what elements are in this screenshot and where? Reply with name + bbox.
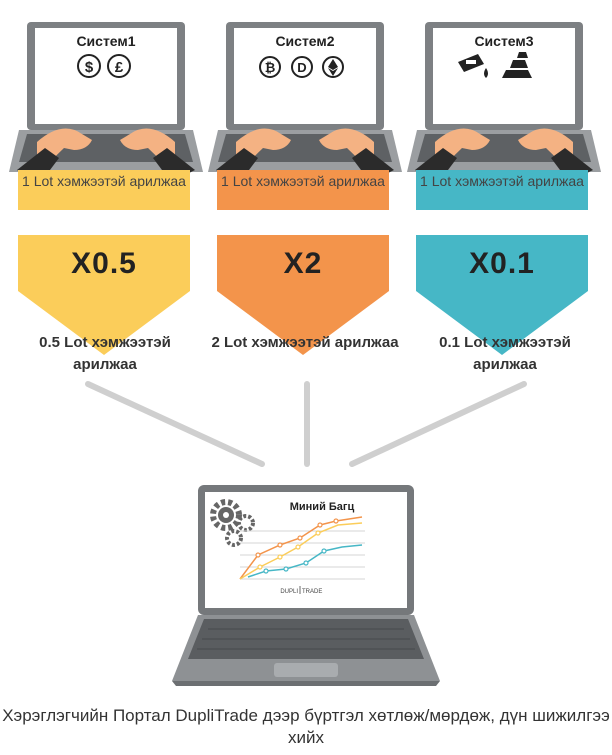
system3-multiplier-arrow: X0.1 <box>416 235 588 355</box>
dash-icon: D <box>291 56 313 78</box>
gear-icon <box>210 499 242 531</box>
brand-left: DUPLI <box>280 589 298 595</box>
duplitrade-logo: DUPLI TRADE <box>280 586 322 595</box>
system3-lot-box: 1 Lot хэмжээтэй арилжаа <box>416 170 588 210</box>
bitcoin-icon: ₿ <box>259 56 281 78</box>
system3-result: 0.1 Lot хэмжээтэй арилжаа <box>439 334 571 373</box>
svg-text:£: £ <box>115 59 124 76</box>
system2-multiplier: X2 <box>283 247 323 280</box>
system2-title: Систем2 <box>275 33 334 49</box>
connector-line-1 <box>85 381 265 467</box>
connector-line-3 <box>349 381 527 467</box>
gold-bars-icon <box>502 52 532 78</box>
ethereum-icon <box>322 56 344 78</box>
system1-multiplier-arrow: X0.5 <box>18 235 190 355</box>
connector-lines <box>85 381 527 467</box>
svg-text:D: D <box>297 60 306 75</box>
oil-icon <box>458 54 488 78</box>
gear-icon <box>225 529 243 547</box>
system2-result: 2 Lot хэмжээтэй арилжаа <box>211 334 399 351</box>
system3-lot-text: 1 Lot хэмжээтэй арилжаа <box>420 173 584 189</box>
gear-icon <box>237 514 255 532</box>
pound-icon: £ <box>107 54 131 78</box>
portfolio-title: Миний Багц <box>290 501 355 513</box>
svg-text:$: $ <box>85 59 94 76</box>
portfolio-laptop: Миний Багц DUPLI TRADE <box>172 485 440 686</box>
system3-multiplier: X0.1 <box>469 247 535 280</box>
svg-text:₿: ₿ <box>265 60 276 75</box>
system1-lot-text: 1 Lot хэмжээтэй арилжаа <box>22 173 186 189</box>
brand-right: TRADE <box>302 589 322 595</box>
system2-lot-box: 1 Lot хэмжээтэй арилжаа <box>217 170 389 210</box>
caption: Хэрэглэгчийн Портал DupliTrade дээр бүрт… <box>2 706 610 747</box>
system1-title: Систем1 <box>76 33 135 49</box>
system2-lot-text: 1 Lot хэмжээтэй арилжаа <box>221 173 385 189</box>
system-laptops: Систем1 Систем2 Систем3 $ £ ₿ D <box>9 22 601 175</box>
system1-multiplier: X0.5 <box>71 247 137 280</box>
dollar-icon: $ <box>77 54 101 78</box>
system1-lot-box: 1 Lot хэмжээтэй арилжаа <box>18 170 190 210</box>
system2-multiplier-arrow: X2 <box>217 235 389 355</box>
system3-title: Систем3 <box>474 33 533 49</box>
system1-result: 0.5 Lot хэмжээтэй арилжаа <box>39 334 171 373</box>
